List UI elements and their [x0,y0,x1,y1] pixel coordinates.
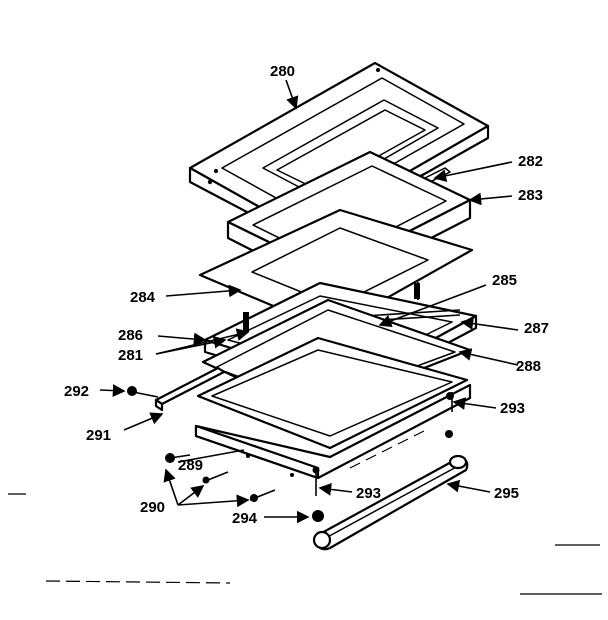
label-293-upper: 293 [500,400,525,417]
scan-marks [8,493,602,595]
label-291: 291 [86,427,111,444]
bottom-trim-panel [194,383,472,480]
screw-293-lower [312,466,320,496]
screws-290 [165,453,276,502]
label-281: 281 [118,347,143,364]
door-handle-part-295 [312,454,469,551]
screw-292 [127,386,159,398]
label-287: 287 [524,320,549,337]
label-294: 294 [232,510,258,527]
label-282: 282 [518,153,543,170]
label-286: 286 [118,327,143,344]
label-283: 283 [518,187,543,204]
nut-294 [312,510,324,522]
label-280: 280 [270,63,295,80]
label-288: 288 [516,358,541,375]
label-293-lower: 293 [356,485,381,502]
label-295: 295 [494,485,519,502]
label-292: 292 [64,383,89,400]
bottom-frame-part [154,336,469,450]
label-285: 285 [492,272,517,289]
label-290: 290 [140,499,165,516]
leader-lines [99,79,519,524]
label-284: 284 [130,289,156,306]
screw-293-upper [445,392,454,438]
part-labels: 280 282 283 284 285 286 281 287 288 292 … [64,63,549,527]
label-289: 289 [178,457,203,474]
